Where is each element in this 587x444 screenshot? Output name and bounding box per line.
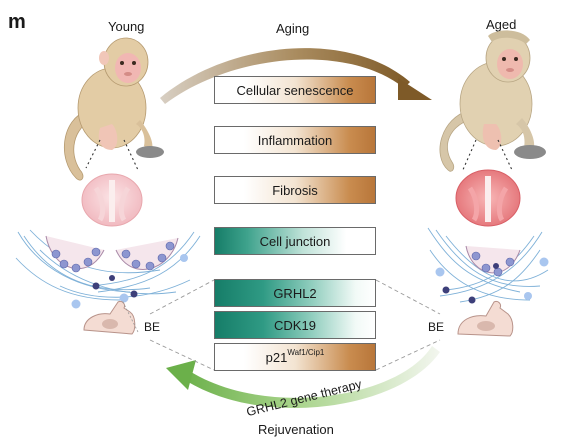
phenotype-box: Cellular senescence bbox=[214, 76, 376, 104]
phenotype-box-label: Cell junction bbox=[259, 233, 331, 249]
be-label-left: BE bbox=[144, 320, 161, 334]
be-label-right: BE bbox=[428, 320, 445, 334]
phenotype-box-label: GRHL2 bbox=[273, 285, 317, 301]
aged-tissue-illustration bbox=[427, 227, 549, 337]
phenotype-box-label: CDK19 bbox=[274, 317, 316, 333]
phenotype-box-label: Fibrosis bbox=[272, 182, 318, 198]
phenotype-box: Inflammation bbox=[214, 126, 376, 154]
aging-arrow bbox=[160, 48, 432, 104]
phenotype-box-label: Cellular senescence bbox=[236, 82, 354, 98]
phenotype-box: GRHL2 bbox=[214, 279, 376, 307]
zoom-lines bbox=[85, 139, 513, 173]
aged-monkey-illustration bbox=[439, 30, 546, 172]
young-prostate-illustration bbox=[81, 173, 143, 227]
aged-prostate-illustration bbox=[455, 169, 521, 227]
phenotype-box: CDK19 bbox=[214, 311, 376, 339]
aged-label: Aged bbox=[486, 17, 517, 32]
aging-label: Aging bbox=[276, 21, 310, 36]
phenotype-box-label: Inflammation bbox=[257, 132, 333, 148]
phenotype-box: Cell junction bbox=[214, 227, 376, 255]
phenotype-box-superscript: Waf1/Cip1 bbox=[287, 347, 325, 357]
young-tissue-illustration bbox=[15, 229, 201, 335]
phenotype-box: Fibrosis bbox=[214, 176, 376, 204]
rejuvenation-label: Rejuvenation bbox=[258, 422, 334, 437]
panel-letter: m bbox=[8, 11, 26, 33]
phenotype-box-label: p21 bbox=[265, 349, 288, 365]
young-monkey-illustration bbox=[63, 37, 164, 181]
young-label: Young bbox=[108, 19, 145, 34]
be-dashed-connectors bbox=[149, 279, 441, 371]
